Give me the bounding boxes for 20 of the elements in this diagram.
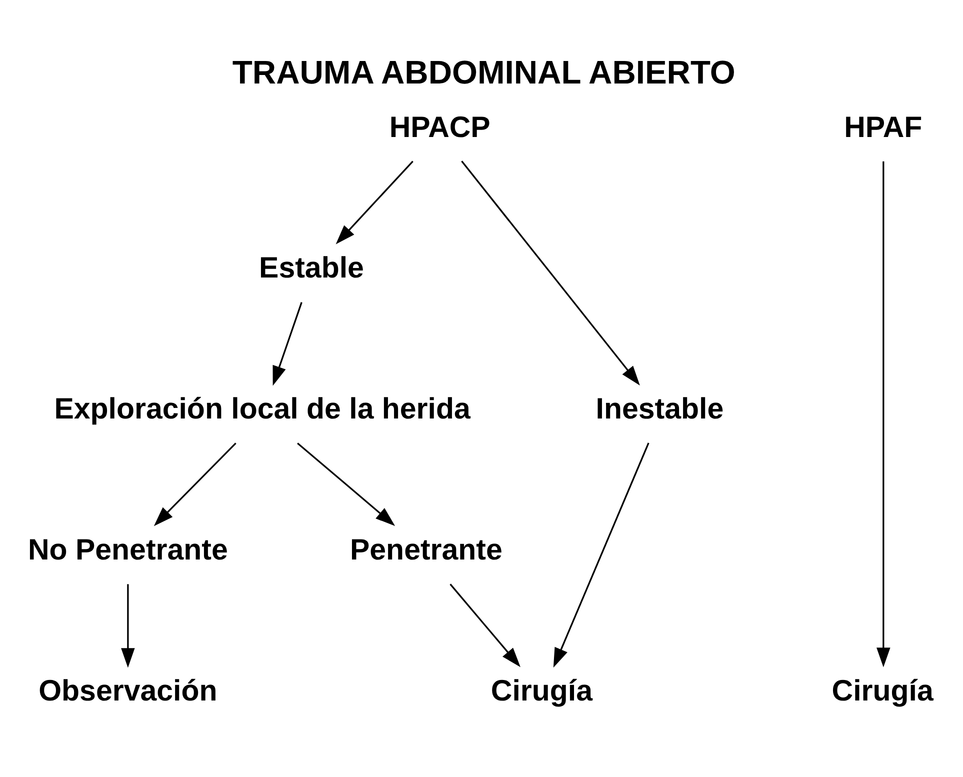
node-text: Penetrante [350, 534, 502, 567]
arrow [876, 161, 890, 668]
node-text: Estable [259, 252, 364, 285]
node-text: HPACP [389, 110, 490, 144]
arrow [450, 584, 520, 668]
arrow [553, 442, 650, 668]
node-text: Exploración local de la herida [54, 392, 470, 426]
node-text: Cirugía [490, 674, 592, 708]
arrow [461, 160, 640, 386]
arrow [336, 160, 414, 244]
diagram-title: TRAUMA ABDOMINAL ABIERTO [232, 54, 736, 91]
node-text: Inestable [596, 392, 724, 426]
node-text: Observación [38, 674, 218, 708]
node-text: HPAF [844, 110, 922, 144]
arrow [154, 442, 236, 526]
node-text: Cirugía [832, 674, 934, 708]
arrow [297, 442, 396, 526]
node-text: No Penetrante [28, 534, 228, 567]
arrow [121, 584, 135, 668]
arrow [272, 302, 302, 386]
